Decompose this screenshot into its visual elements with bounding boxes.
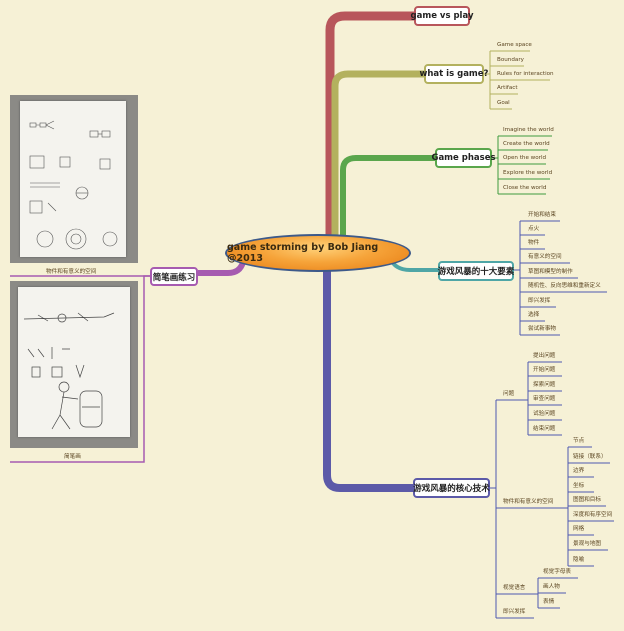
- leaf-object-3[interactable]: 边界: [573, 468, 585, 474]
- sketch-drawing: [29, 120, 118, 250]
- leaf-visual-1[interactable]: 视觉字母表: [543, 569, 571, 575]
- subtopic-visual-language[interactable]: 视觉语言: [503, 585, 526, 591]
- leaf-element-7[interactable]: 即兴发挥: [528, 298, 551, 304]
- leaf-create-the-world[interactable]: Create the world: [503, 141, 550, 147]
- topic-game-vs-play[interactable]: game vs play: [411, 6, 474, 26]
- topic-ten-elements-label: 游戏风暴的十大要素: [437, 267, 515, 277]
- leaf-open-the-world[interactable]: Open the world: [503, 155, 547, 161]
- leaf-element-2[interactable]: 点火: [528, 226, 540, 232]
- leaf-visual-2[interactable]: 画人物: [543, 584, 560, 590]
- photo-objects-space-caption: 物件和有意义的空间: [46, 269, 97, 275]
- photo-simple-drawing-caption: 简笔画: [64, 454, 81, 460]
- leaf-object-6[interactable]: 深度和有序空间: [573, 512, 613, 518]
- photo-simple-drawing[interactable]: [10, 281, 138, 448]
- sketch-paper: [20, 101, 126, 257]
- topic-game-vs-play-label: game vs play: [410, 11, 474, 21]
- leaf-object-4[interactable]: 坐标: [573, 483, 585, 489]
- photo-objects-space[interactable]: [10, 95, 138, 263]
- leaf-object-1[interactable]: 节点: [573, 438, 585, 444]
- leaf-object-8[interactable]: 景观与地图: [573, 541, 601, 547]
- leaf-explore-the-world[interactable]: Explore the world: [503, 170, 553, 176]
- leaf-imagine-the-world[interactable]: Imagine the world: [503, 127, 554, 133]
- leaf-game-space[interactable]: Game space: [497, 42, 532, 48]
- leaf-object-7[interactable]: 网格: [573, 526, 585, 532]
- sketch-drawing-2: [23, 312, 115, 430]
- leaf-question-1[interactable]: 提出问题: [533, 353, 556, 359]
- topic-ten-elements[interactable]: 游戏风暴的十大要素: [438, 261, 514, 281]
- leaf-question-6[interactable]: 结束问题: [533, 426, 556, 432]
- leaf-visual-3[interactable]: 表情: [543, 599, 555, 605]
- leaf-goal[interactable]: Goal: [497, 100, 510, 106]
- subtopic-objects-space[interactable]: 物件和有意义的空间: [503, 499, 554, 505]
- leaf-element-9[interactable]: 尝试新事物: [528, 326, 556, 332]
- leaf-boundary[interactable]: Boundary: [497, 57, 524, 63]
- leaf-object-9[interactable]: 隐喻: [573, 557, 585, 563]
- leaf-element-4[interactable]: 有意义的空间: [528, 254, 562, 260]
- leaf-object-5[interactable]: 图图和目标: [573, 497, 601, 503]
- leaf-question-2[interactable]: 开始问题: [533, 367, 556, 373]
- leaf-close-the-world[interactable]: Close the world: [503, 185, 547, 191]
- leaf-rules-for-interaction[interactable]: Rules for interaction: [497, 71, 554, 77]
- leaf-element-3[interactable]: 物件: [528, 240, 540, 246]
- subtopic-improv[interactable]: 即兴发挥: [503, 609, 526, 615]
- leaf-element-1[interactable]: 开始和结束: [528, 212, 556, 218]
- subtopic-questions[interactable]: 问题: [503, 391, 515, 397]
- leaf-element-5[interactable]: 草图和模型的制作: [528, 269, 573, 275]
- topic-game-phases-label: Game phases: [431, 153, 496, 163]
- topic-core-tech-label: 游戏风暴的核心技术: [413, 484, 490, 494]
- central-topic-label: game storming by Bob Jiang @2013: [227, 242, 379, 264]
- sketch-paper-2: [18, 287, 130, 437]
- topic-game-phases[interactable]: Game phases: [431, 148, 496, 168]
- topic-sketch-practice-label: 简笔画练习: [152, 272, 196, 283]
- leaf-artifact[interactable]: Artifact: [497, 85, 518, 91]
- central-topic[interactable]: game storming by Bob Jiang @2013: [225, 234, 411, 272]
- leaf-element-8[interactable]: 选择: [528, 312, 540, 318]
- leaf-element-6[interactable]: 随机性、反向思维和重新定义: [528, 283, 601, 289]
- topic-core-tech[interactable]: 游戏风暴的核心技术: [413, 478, 490, 498]
- leaf-question-4[interactable]: 审查问题: [533, 396, 556, 402]
- leaf-question-5[interactable]: 试验问题: [533, 411, 556, 417]
- topic-what-is-game-label: what is game?: [419, 69, 489, 79]
- leaf-question-3[interactable]: 探索问题: [533, 382, 556, 388]
- topic-what-is-game[interactable]: what is game?: [420, 64, 488, 84]
- leaf-object-2[interactable]: 链接（联系）: [573, 454, 607, 460]
- topic-sketch-practice[interactable]: 简笔画练习: [150, 267, 198, 286]
